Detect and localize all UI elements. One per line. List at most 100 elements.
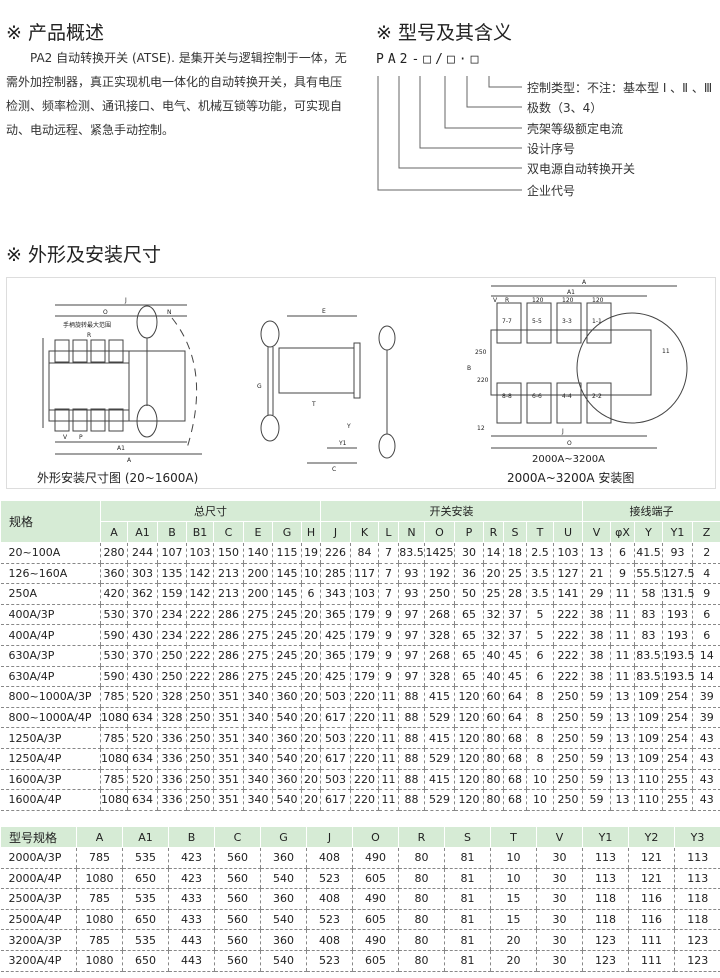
- dimensions-title: ※ 外形及安装尺寸: [6, 244, 161, 266]
- label-a: A: [127, 457, 132, 464]
- table-cell: 234: [157, 624, 187, 646]
- table-cell: 351: [213, 769, 244, 791]
- table-cell: 43: [692, 748, 720, 770]
- table-cell: 37: [503, 604, 527, 626]
- table-cell: 193.5: [662, 645, 695, 667]
- table-cell: 11: [378, 686, 399, 708]
- table-cell: 11: [610, 645, 635, 667]
- table-cell: 142: [186, 583, 214, 605]
- table-cell: 245: [272, 666, 302, 688]
- table-cell: 250: [157, 645, 187, 667]
- table-cell: 83: [634, 624, 663, 646]
- caption-right-small: 2000A~3200A: [532, 454, 605, 465]
- table-cell: 560: [214, 909, 261, 931]
- column-header: H: [301, 521, 321, 543]
- column-header: φX: [610, 521, 635, 543]
- table-cell: 59: [582, 727, 611, 749]
- table-cell: 6: [610, 542, 635, 564]
- column-header: V: [536, 826, 583, 848]
- table-cell: 286: [213, 604, 244, 626]
- table-cell: 7: [378, 583, 399, 605]
- table-cell: 220: [350, 748, 379, 770]
- table-cell: 13: [582, 542, 611, 564]
- label-v: V: [63, 434, 68, 441]
- table-cell: 123: [582, 929, 629, 951]
- table-cell: 560: [214, 950, 261, 972]
- table-cell: 29: [582, 583, 611, 605]
- table-cell: 83.5: [634, 666, 663, 688]
- table-cell: 20: [301, 686, 321, 708]
- table-cell: 60: [483, 686, 504, 708]
- column-header: Y3: [674, 826, 720, 848]
- table-cell: 123: [674, 929, 720, 951]
- table-cell: 408: [306, 888, 353, 910]
- table-cell: 38: [582, 604, 611, 626]
- table-cell: 5: [526, 624, 554, 646]
- table-cell: 340: [243, 727, 273, 749]
- terminal-2-2: 2-2: [592, 393, 602, 400]
- table-cell: 80: [398, 929, 445, 951]
- table-cell: 250: [186, 686, 214, 708]
- table-cell: 30: [536, 868, 583, 890]
- table-cell: 6: [301, 583, 321, 605]
- table-cell: 45: [503, 645, 527, 667]
- table-cell: 179: [350, 645, 379, 667]
- table-cell: 13: [610, 686, 635, 708]
- table-cell: 785: [76, 847, 123, 869]
- table-cell: 97: [398, 666, 425, 688]
- table-cell: 286: [213, 666, 244, 688]
- table-cell: 634: [127, 707, 158, 729]
- table-cell: 121: [628, 847, 675, 869]
- table-cell: 255: [662, 789, 693, 811]
- label-p: P: [79, 434, 83, 441]
- table-cell: 590: [100, 666, 128, 688]
- table-cell: 111: [628, 950, 675, 972]
- model-item-atse: 双电源自动转换开关: [527, 162, 636, 176]
- table-cell: 3.5: [526, 583, 554, 605]
- table-cell: 351: [213, 789, 244, 811]
- table-cell: 118: [582, 909, 629, 931]
- label-o: O: [103, 309, 108, 316]
- table-cell: 120: [454, 727, 484, 749]
- table-cell: 220: [350, 769, 379, 791]
- table-cell: 68: [503, 748, 527, 770]
- table-cell: 93: [398, 583, 425, 605]
- table-cell: 343: [320, 583, 351, 605]
- column-header: S: [503, 521, 527, 543]
- table-cell: 20: [490, 950, 537, 972]
- caption-left: 外形安装尺寸图 (20~1600A): [37, 471, 199, 485]
- table-cell: 650: [122, 950, 169, 972]
- table-cell: 135: [157, 563, 187, 585]
- table-cell: 81: [444, 868, 491, 890]
- table-cell: 40: [483, 666, 504, 688]
- column-header: R: [483, 521, 504, 543]
- table-cell: 25: [503, 563, 527, 585]
- table-cell: 244: [127, 542, 158, 564]
- table-cell: 11: [378, 727, 399, 749]
- table-cell: 328: [157, 686, 187, 708]
- label-a1: A1: [117, 445, 125, 452]
- table-cell: 88: [398, 686, 425, 708]
- table-cell: 605: [352, 909, 399, 931]
- model-item-control-type: 控制类型：不注：基本型 Ⅰ 、Ⅱ 、Ⅲ: [527, 81, 713, 95]
- terminal-4-4: 4-4: [562, 393, 572, 400]
- table-cell: 20: [301, 769, 321, 791]
- table-cell: 59: [582, 748, 611, 770]
- table-cell: 286: [213, 624, 244, 646]
- table-cell: 254: [662, 686, 693, 708]
- table-cell: 370: [127, 645, 158, 667]
- table-cell: 250: [424, 583, 455, 605]
- table-cell: 123: [582, 950, 629, 972]
- table-cell: 127.5: [662, 563, 695, 585]
- column-header: E: [243, 521, 273, 543]
- table-cell: 11: [610, 624, 635, 646]
- label-r-right: R: [505, 297, 509, 304]
- table-cell: 200: [243, 563, 273, 585]
- group-header: 开关安装: [320, 500, 583, 522]
- spec-header: 型号规格: [0, 826, 77, 848]
- table-cell: 8: [526, 748, 554, 770]
